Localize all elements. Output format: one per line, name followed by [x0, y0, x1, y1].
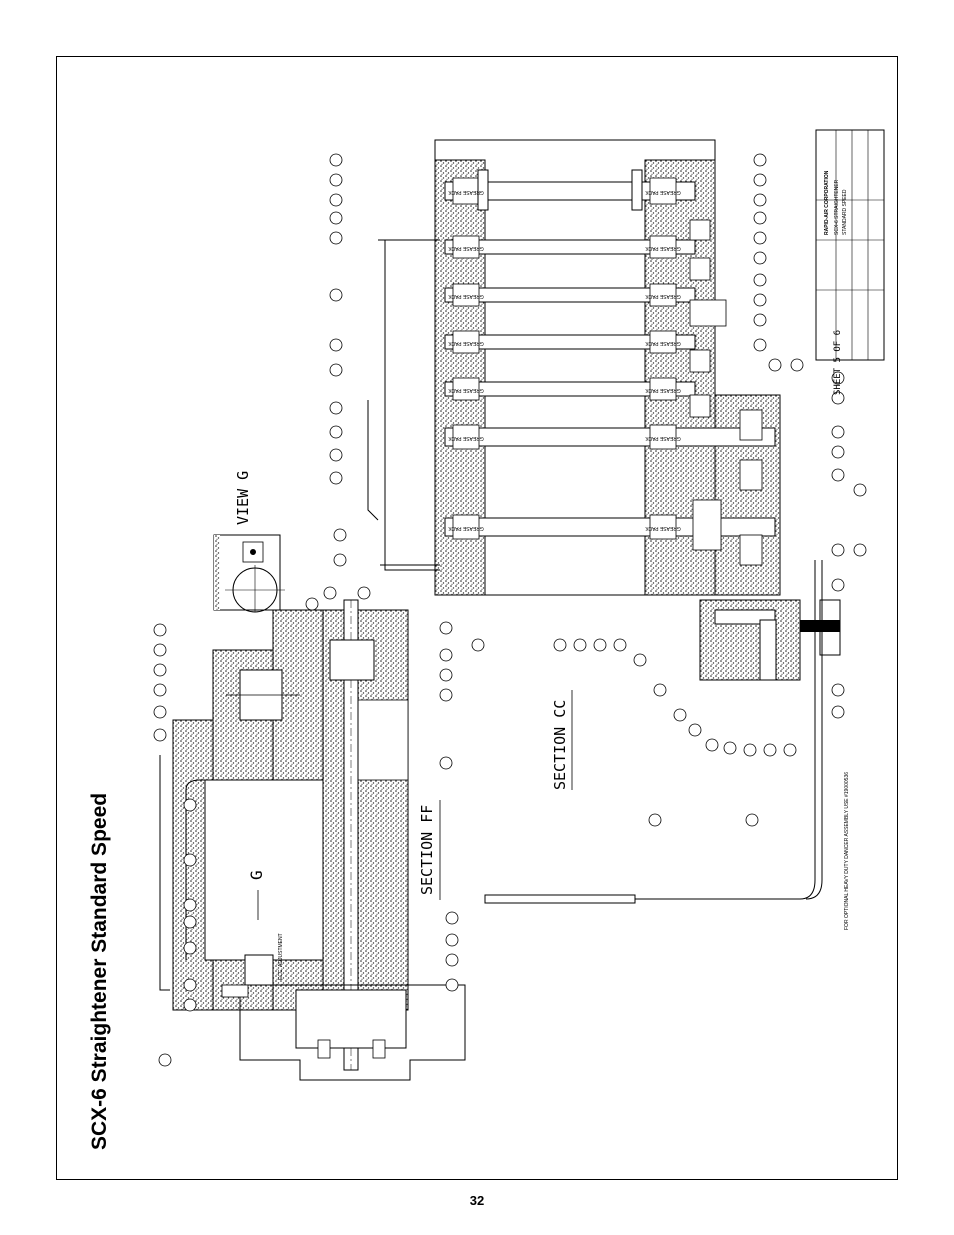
grease-pack-label: GREASE PACK: [645, 387, 681, 393]
page-number: 32: [469, 1193, 485, 1208]
title-block: RAPID-AIR CORPORATION SCX-6 STRAIGHTENER…: [815, 129, 885, 395]
section-cc-assembly: SECTION CC: [367, 139, 841, 790]
page-title: SCX-6 Straightener Standard Speed: [88, 793, 111, 1150]
section-cc-label: SECTION CC: [551, 700, 569, 790]
section-ff-label: SECTION FF: [418, 805, 436, 895]
ecc-adjustment-note: ECC. ADJUSTMENT: [278, 933, 284, 980]
grease-pack-label: GREASE PACK: [645, 293, 681, 299]
view-g-marker: G: [247, 870, 266, 880]
grease-pack-label: GREASE PACK: [448, 435, 484, 441]
grease-pack-label: GREASE PACK: [645, 525, 681, 531]
grease-pack-label: GREASE PACK: [645, 189, 681, 195]
grease-pack-label: GREASE PACK: [448, 387, 484, 393]
view-g: VIEW G: [213, 471, 285, 613]
optional-dancer-note: FOR OPTIONAL HEAVY DUTY DANCER ASSEMBLY …: [844, 772, 850, 930]
dancer-rod: FOR OPTIONAL HEAVY DUTY DANCER ASSEMBLY …: [484, 560, 850, 930]
callout-balloons: [153, 153, 867, 1067]
section-ff-assembly: ECC. ADJUSTMENT G SECTION FF: [159, 599, 466, 1081]
grease-pack-label: GREASE PACK: [448, 340, 484, 346]
grease-pack-label: GREASE PACK: [448, 525, 484, 531]
title-block-product: SCX-6 STRAIGHTENER: [834, 179, 840, 235]
view-g-label: VIEW G: [234, 471, 252, 525]
drawing-frame: [56, 56, 898, 1180]
sheet-label: SHEET 5 OF 6: [833, 330, 843, 395]
title-block-description: STANDARD SPEED: [842, 189, 848, 235]
grease-pack-label: GREASE PACK: [645, 245, 681, 251]
grease-pack-label: GREASE PACK: [448, 293, 484, 299]
grease-pack-label: GREASE PACK: [645, 435, 681, 441]
grease-pack-label: GREASE PACK: [645, 340, 681, 346]
title-block-company: RAPID-AIR CORPORATION: [824, 170, 830, 235]
grease-pack-label: GREASE PACK: [448, 189, 484, 195]
grease-pack-label: GREASE PACK: [448, 245, 484, 251]
